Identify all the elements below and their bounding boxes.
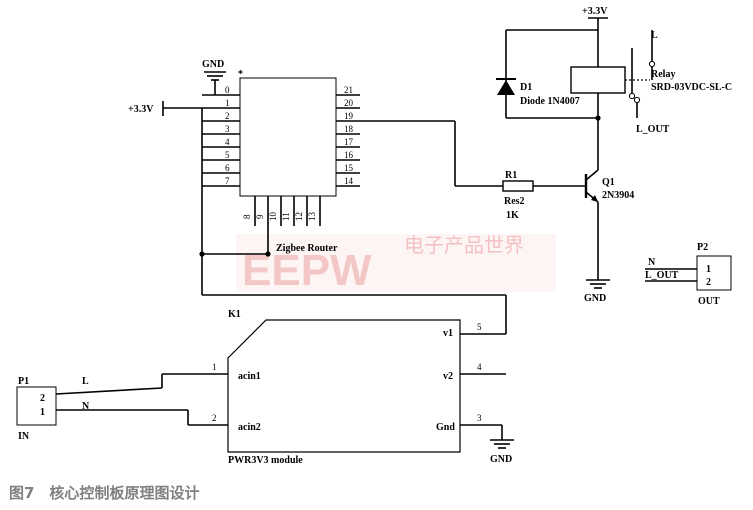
p2-pin1: 1 xyxy=(706,264,711,275)
gnd-label: GND xyxy=(490,454,512,465)
p2-out-label: OUT xyxy=(698,296,720,307)
zigbee-body xyxy=(239,77,337,197)
zigbee-pin-label: 21 xyxy=(344,85,353,95)
p1-n-label: N xyxy=(82,401,90,412)
zigbee-pin-label: 7 xyxy=(225,176,230,186)
zigbee-pin-label: 11 xyxy=(281,212,291,221)
r1-type: Res2 xyxy=(504,196,525,207)
k1-acin2: acin2 xyxy=(238,422,261,433)
zigbee-pin-label: 2 xyxy=(225,111,230,121)
relay-l-label: L xyxy=(651,30,658,41)
zigbee-pin-label: 6 xyxy=(225,163,230,173)
zigbee-pin-label: 8 xyxy=(242,214,252,219)
k1-ref: K1 xyxy=(228,309,241,320)
p2-body xyxy=(696,255,732,291)
p1-pin2: 2 xyxy=(40,393,45,404)
k1-pin5: 5 xyxy=(477,322,482,332)
zigbee-pin-label: 15 xyxy=(344,163,354,173)
k1-pin2: 2 xyxy=(212,413,217,423)
zigbee-router-label: Zigbee Router xyxy=(276,243,338,254)
k1-gnd: Gnd xyxy=(436,422,455,433)
d1-part: Diode 1N4007 xyxy=(520,96,580,107)
zigbee-left-pins: 0 1 2 3 4 5 6 7 xyxy=(202,85,240,187)
line-l-wire xyxy=(55,387,163,395)
r1-ref: R1 xyxy=(505,170,517,181)
zigbee-gnd-symbol: GND xyxy=(202,59,226,95)
connector-p2: P2 N L_OUT 1 2 OUT xyxy=(645,242,732,307)
diode-d1: D1 Diode 1N4007 xyxy=(496,78,580,107)
vcc-top-label: +3.3V xyxy=(582,6,608,17)
zigbee-pin-label: 16 xyxy=(344,150,354,160)
d1-ref: D1 xyxy=(520,82,532,93)
p2-n-label: N xyxy=(648,257,656,268)
relay-name: Relay xyxy=(651,69,675,80)
zigbee-pin1-marker: * xyxy=(238,69,243,80)
relay-lout-label: L_OUT xyxy=(636,124,670,135)
k1-pin1: 1 xyxy=(212,362,217,372)
gnd-label: GND xyxy=(584,293,606,304)
connector-p1: P1 2 1 IN xyxy=(16,376,57,442)
zigbee-pin-label: 9 xyxy=(255,214,265,219)
zigbee-bottom-pins: 8 9 10 11 12 13 xyxy=(242,196,321,226)
zigbee-pin-label: 13 xyxy=(307,212,317,222)
q1-gnd-symbol: GND xyxy=(584,279,610,304)
q1-part: 2N3904 xyxy=(602,190,634,201)
zigbee-pin-label: 10 xyxy=(268,212,278,222)
relay-part: SRD-03VDC-SL-C xyxy=(651,82,732,93)
k1-body xyxy=(227,319,461,453)
zigbee-pin-label: 18 xyxy=(344,124,354,134)
k1-module-label: PWR3V3 module xyxy=(228,455,303,466)
k1-v2: v2 xyxy=(443,371,453,382)
zigbee-pin-label: 14 xyxy=(344,176,354,186)
k1-acin1: acin1 xyxy=(238,371,261,382)
zigbee-pin-label: 3 xyxy=(225,124,230,134)
transistor-q1: Q1 2N3904 xyxy=(584,169,634,203)
watermark-chinese: 电子产品世界 xyxy=(404,233,524,257)
k1-v1: v1 xyxy=(443,328,453,339)
k1-pin4: 4 xyxy=(477,362,482,372)
k1-power-module: K1 acin1 acin2 v1 v2 Gnd PWR3V3 module 5… xyxy=(162,309,506,466)
vcc-top-symbol: +3.3V xyxy=(582,6,608,30)
zigbee-pin-label: 17 xyxy=(344,137,354,147)
zigbee-pin-label: 20 xyxy=(344,98,354,108)
p1-ref: P1 xyxy=(18,376,29,387)
p2-pin2: 2 xyxy=(706,277,711,288)
relay-coil xyxy=(570,66,626,94)
zigbee-pin-label: 5 xyxy=(225,150,230,160)
p2-ref: P2 xyxy=(697,242,708,253)
q1-ref: Q1 xyxy=(602,177,615,188)
vcc-left-label: +3.3V xyxy=(128,104,154,115)
k1-pin3: 3 xyxy=(477,413,482,423)
p1-pin1: 1 xyxy=(40,407,45,418)
k1-gnd-symbol: GND xyxy=(490,425,514,465)
resistor-r1: R1 Res2 1K xyxy=(502,170,534,221)
zigbee-router-module: * 0 1 2 3 4 5 6 7 xyxy=(202,69,360,254)
p1-l-label: L xyxy=(82,376,89,387)
eepw-watermark: EEPW 电子产品世界 xyxy=(236,233,556,295)
p1-in-label: IN xyxy=(18,431,30,442)
zigbee-pin-label: 19 xyxy=(344,111,354,121)
p1-body xyxy=(16,386,57,426)
zigbee-pin-label: 12 xyxy=(294,212,304,221)
figure-caption: 图7 核心控制板原理图设计 xyxy=(9,484,199,502)
zigbee-pin-label: 0 xyxy=(225,85,230,95)
p2-lout-label: L_OUT xyxy=(645,270,679,281)
relay-component: L Relay SRD-03VDC-SL-C L_OUT xyxy=(570,30,732,135)
zigbee-pin-label: 4 xyxy=(225,137,230,147)
gnd-label: GND xyxy=(202,59,224,70)
vcc-left-symbol: +3.3V xyxy=(128,101,202,116)
zigbee-right-pins: 21 20 19 18 17 16 15 14 xyxy=(336,85,360,187)
zigbee-pin-label: 1 xyxy=(225,98,230,108)
r1-value: 1K xyxy=(506,210,519,221)
